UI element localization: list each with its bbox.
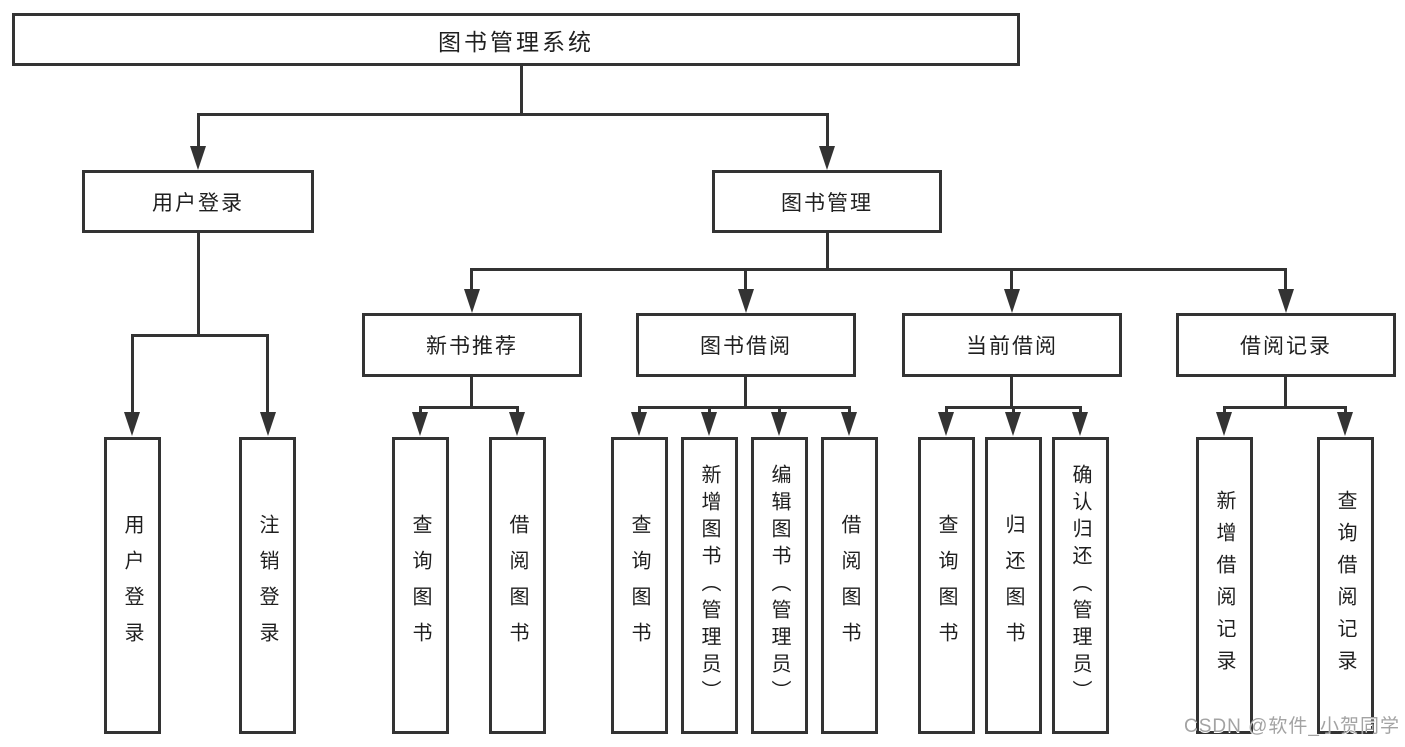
arrow-down-icon [1004,289,1020,313]
connector-stem [1223,406,1226,414]
leaf-add-borrow-record: 新增借阅记录 [1196,437,1253,734]
leaf-edit-books-admin: 编辑图书（管理员） [751,437,808,734]
arrow-down-icon [938,412,954,436]
node-current-borrowing: 当前借阅 [902,313,1122,377]
arrow-down-icon [1337,412,1353,436]
arrow-down-icon [841,412,857,436]
connector-book-borrow-stub [744,377,747,409]
connector-root-stub [520,66,523,116]
leaf-query-borrow-record: 查询借阅记录 [1317,437,1374,734]
connector-stem [1012,406,1015,414]
connector-stem [516,406,519,414]
connector-stem-book-borrow [744,268,747,289]
connector-stem-borrow-records [1284,268,1287,289]
connector-book-borrow-children [638,406,851,409]
leaf-user-login: 用户登录 [104,437,161,734]
arrow-down-icon [819,146,835,170]
node-new-book-recommendation: 新书推荐 [362,313,582,377]
node-book-management: 图书管理 [712,170,942,233]
connector-stem-current-borrow [1010,268,1013,289]
arrow-down-icon [1216,412,1232,436]
connector-borrow-records-stub [1284,377,1287,409]
connector-user-login-children [131,334,269,337]
leaf-borrow-books-2: 借阅图书 [821,437,878,734]
arrow-down-icon [464,289,480,313]
connector-new-book-stub [470,377,473,409]
leaf-return-books: 归还图书 [985,437,1042,734]
connector-current-borrow-stub [1010,377,1013,409]
arrow-down-icon [1072,412,1088,436]
arrow-down-icon [509,412,525,436]
connector-stem-book-management [826,113,829,148]
arrow-down-icon [701,412,717,436]
node-borrowing-records: 借阅记录 [1176,313,1396,377]
connector-stem [708,406,711,414]
leaf-logout: 注销登录 [239,437,296,734]
connector-borrow-records-children [1223,406,1347,409]
connector-stem [848,406,851,414]
connector-level3 [470,268,1287,271]
connector-stem [419,406,422,414]
leaf-add-books-admin: 新增图书（管理员） [681,437,738,734]
arrow-down-icon [771,412,787,436]
connector-stem [1344,406,1347,414]
leaf-query-books-2: 查询图书 [611,437,668,734]
connector-book-management-stub [826,233,829,271]
connector-stem-user-login [197,113,200,148]
node-library-management-system: 图书管理系统 [12,13,1020,66]
connector-stem-leaf-logout [266,334,269,412]
connector-stem [638,406,641,414]
arrow-down-icon [190,146,206,170]
leaf-confirm-return-admin: 确认归还（管理员） [1052,437,1109,734]
node-user-login: 用户登录 [82,170,314,233]
connector-new-book-children [419,406,519,409]
arrow-down-icon [412,412,428,436]
arrow-down-icon [738,289,754,313]
arrow-down-icon [1005,412,1021,436]
connector-stem [1079,406,1082,414]
arrow-down-icon [124,412,140,436]
leaf-borrow-books-1: 借阅图书 [489,437,546,734]
connector-stem [778,406,781,414]
arrow-down-icon [1278,289,1294,313]
connector-stem [945,406,948,414]
csdn-watermark: CSDN @软件_小贺同学 [1184,716,1400,737]
connector-user-login-stub [197,233,200,337]
leaf-query-books-1: 查询图书 [392,437,449,734]
node-book-borrowing: 图书借阅 [636,313,856,377]
arrow-down-icon [260,412,276,436]
connector-level2 [197,113,829,116]
arrow-down-icon [631,412,647,436]
leaf-query-books-3: 查询图书 [918,437,975,734]
connector-stem-leaf-user-login [131,334,134,412]
connector-stem-new-book [470,268,473,289]
